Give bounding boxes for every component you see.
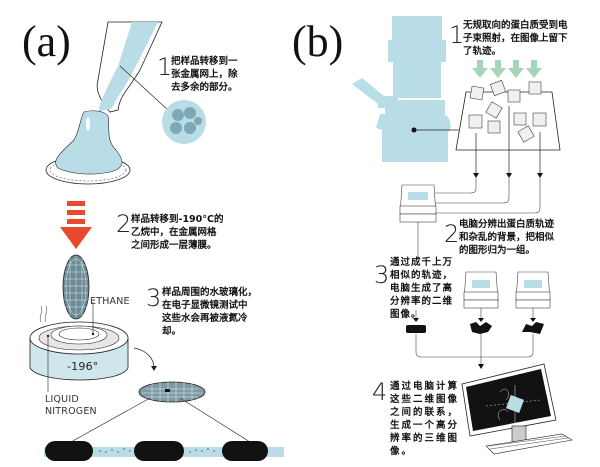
panel-b-step-1-text: 无规取向的蛋白质受到电 子束照射，在图像上留下 了轨迹。 [463,20,568,57]
pipette-illustration [96,21,163,113]
panel-b-label: (b) [292,17,344,66]
temperature-label: -196° [67,360,99,373]
panel-a-step-1-number: 1 [157,53,173,81]
liquid-nitrogen-dewar [29,302,129,392]
electron-beam-arrows [472,60,542,78]
image-stack-3 [515,271,551,318]
liquid-nitrogen-label: LIQUID NITROGEN [45,394,97,417]
panel-a-step-2-text: 样品转移到-190°C的 乙烷中，在金属网格 之间形成一层薄膜。 [131,214,224,251]
panel-b-step-3-text: 通过成千上万 相似的轨迹， 电脑生成了高 分辨率的二维 图像。 [390,257,454,320]
horizontal-grid [61,381,259,448]
panel-a-step-3-number: 3 [146,284,162,312]
electron-microscope [352,16,451,162]
image-stack-2 [463,271,499,318]
panel-a-step-1-text: 把样品转移到一 张金属网上，除 去多余的部分。 [171,56,238,93]
computer-monitor [461,363,573,455]
panel-a-label: (a) [22,17,71,66]
merge-lines [415,334,534,364]
2d-class-averages [406,310,544,334]
panel-b-step-3-number: 3 [374,261,390,289]
panel-b-step-4-text: 通过电脑计算 这些二维图像 之间的联系， 生成一个高分 辨率的三维图 像。 [390,381,460,457]
sample-droplet [45,110,131,185]
panel-b-step-2-number: 2 [444,220,460,248]
red-down-arrow [60,201,92,249]
curved-arrow [133,347,155,369]
image-stack-1 [399,184,437,258]
ethane-label: ETHANE [90,296,130,307]
panel-b-step-4-number: 4 [372,378,388,406]
sample-plane [455,79,561,178]
magnified-sample-circle [119,65,206,144]
panel-b-step-1-number: 1 [449,21,465,49]
panel-a-step-2-number: 2 [116,210,132,238]
grid-oval [62,254,90,320]
panel-b-step-2-text: 电脑分辨出蛋白质轨迹 和杂乱的背景，把相似 的图形归为一组。 [459,219,555,256]
cross-section-film [44,441,284,461]
panel-a-step-3-text: 样品周围的水玻璃化， 在电子显微镜测试中 这些水会再被液氮冷 却。 [162,287,258,337]
